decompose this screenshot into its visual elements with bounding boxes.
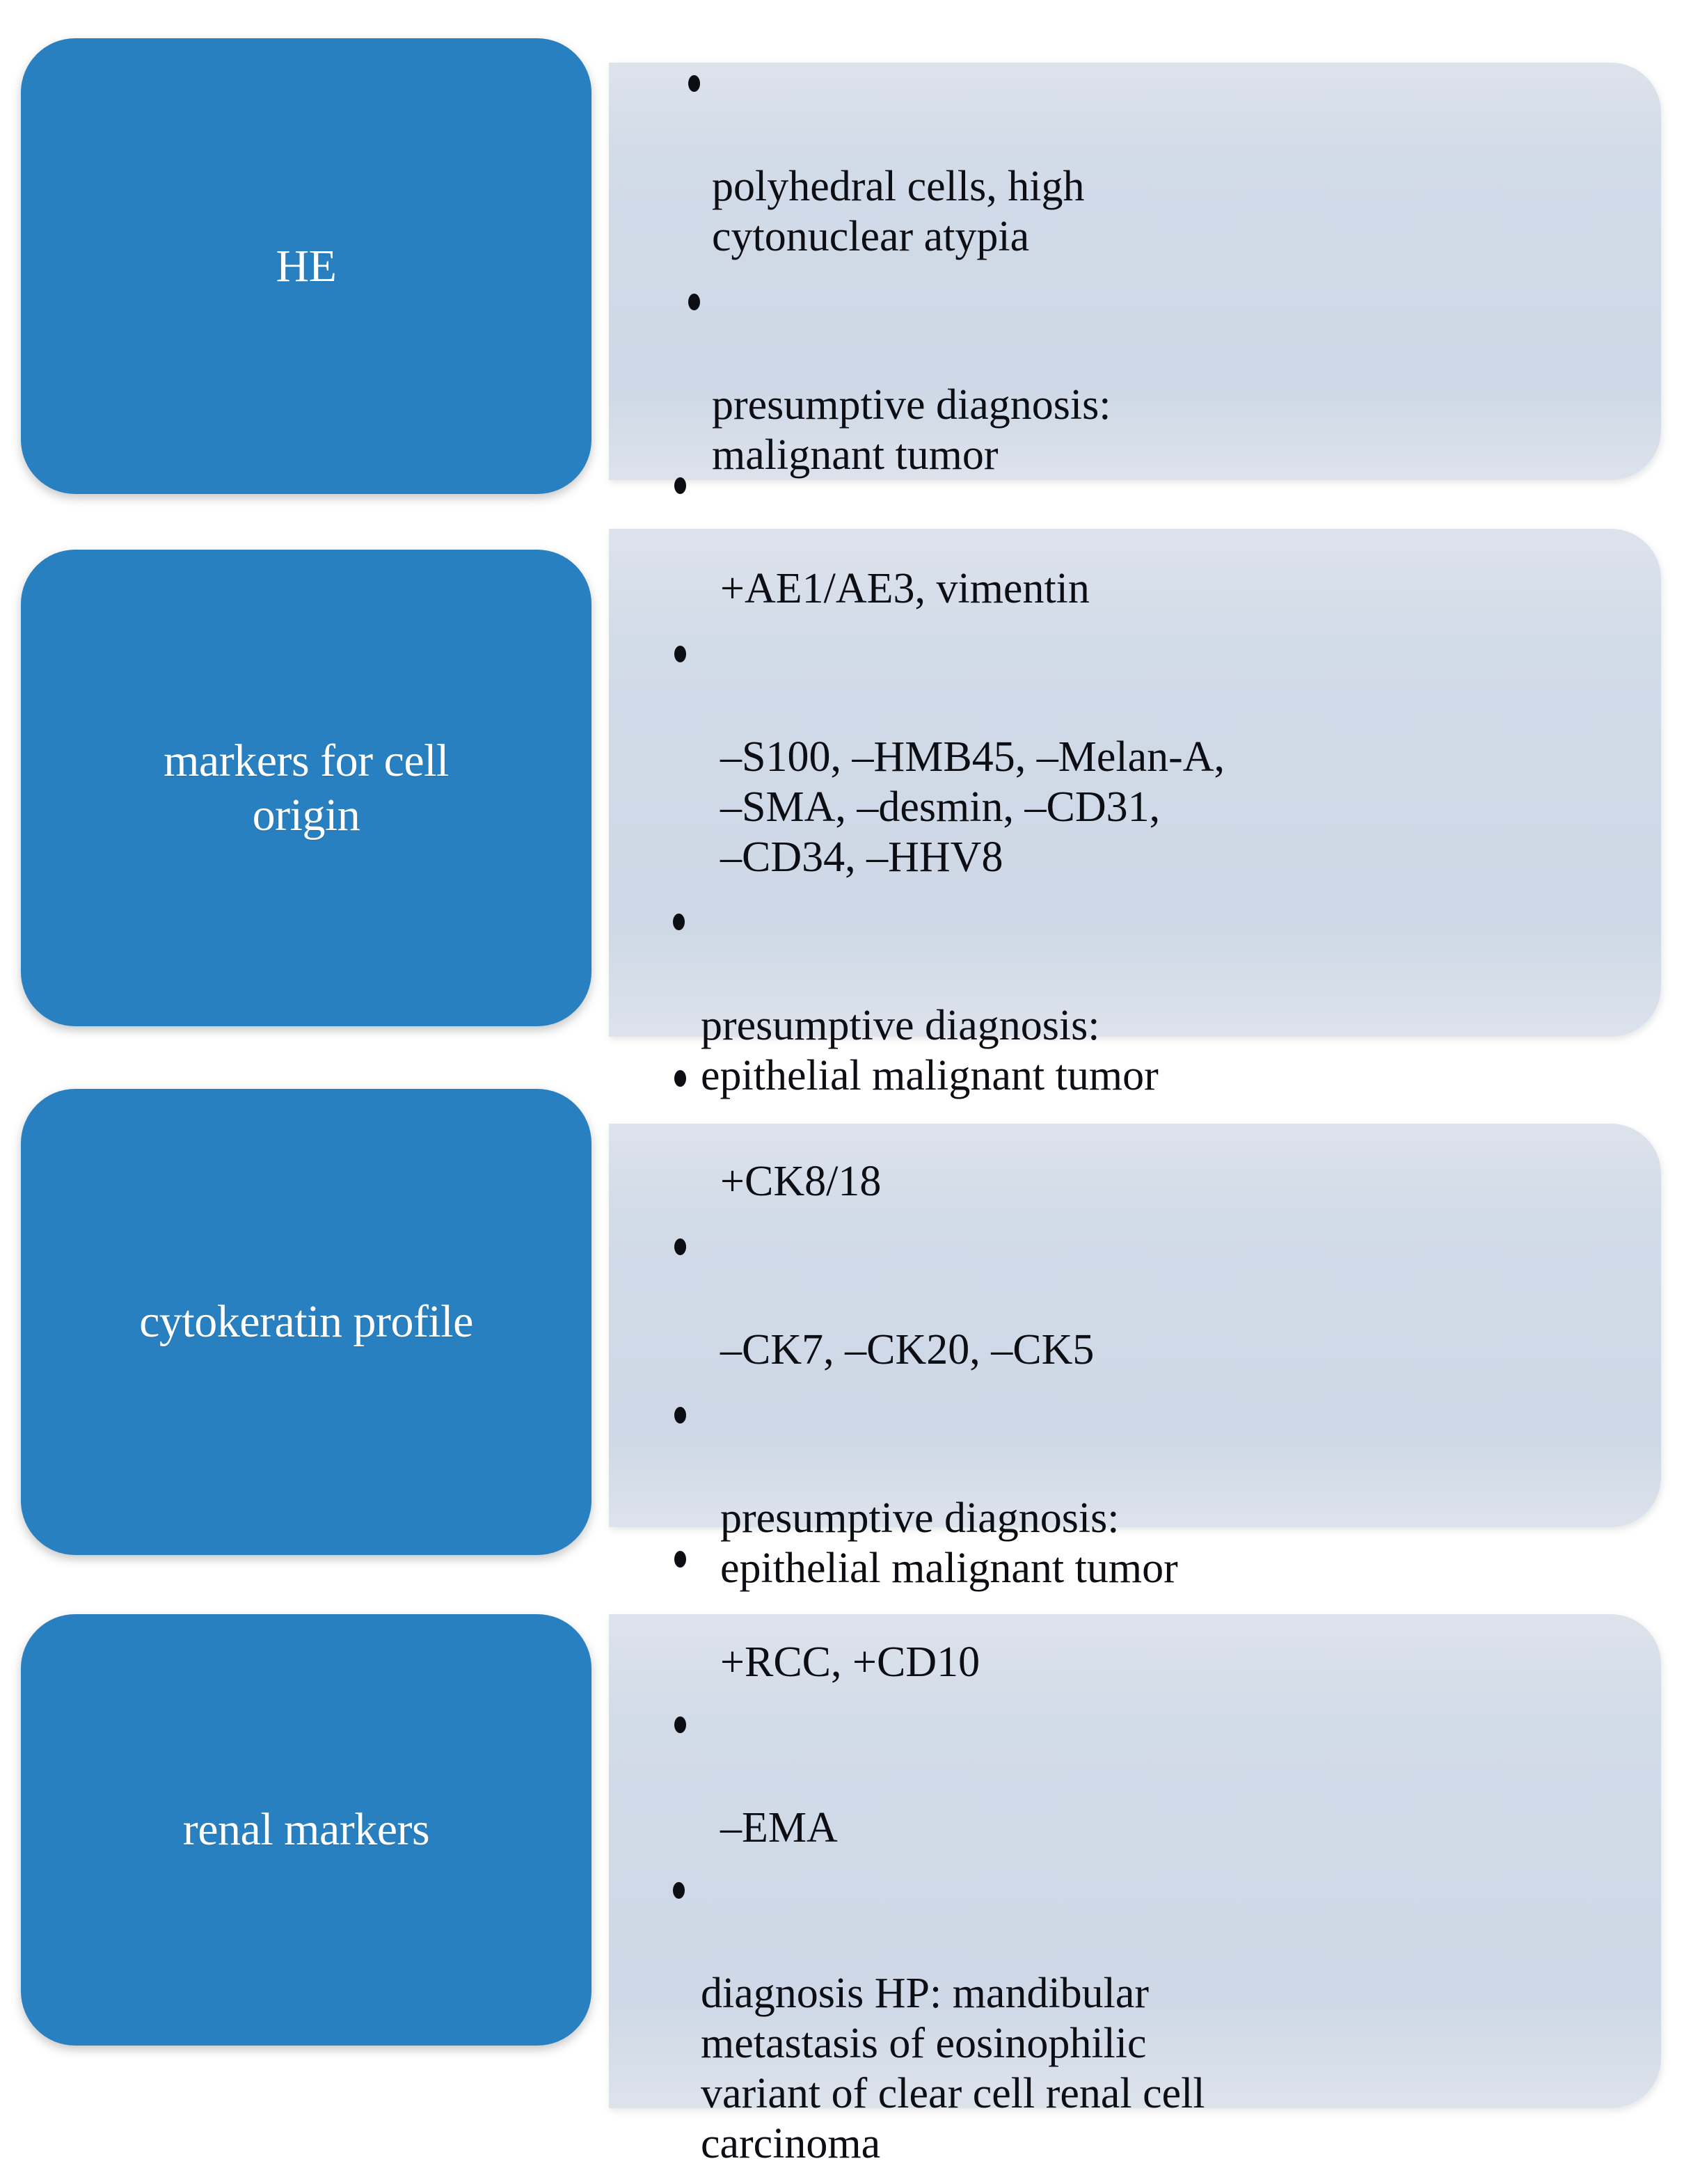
list-item: –S100, –HMB45, –Melan-A, –SMA, –desmin, … xyxy=(669,632,1619,883)
list-item: presumptive diagnosis: malignant tumor xyxy=(684,280,1619,481)
list-item-text: polyhedral cells, high cytonuclear atypi… xyxy=(712,163,1085,261)
stage-label-box-cytokeratin-profile[interactable]: cytokeratin profile xyxy=(21,1089,591,1555)
stage-content-panel-renal-markers: +RCC, +CD10 –EMA diagnosis HP: mandibula… xyxy=(609,1551,1661,2167)
list-item: polyhedral cells, high cytonuclear atypi… xyxy=(684,62,1619,262)
stage-label-box-renal-markers[interactable]: renal markers xyxy=(21,1614,591,2046)
list-item: –EMA xyxy=(669,1703,1619,1854)
findings-list: +RCC, +CD10 –EMA diagnosis HP: mandibula… xyxy=(669,1538,1619,2184)
list-item-text: +AE1/AE3, vimentin xyxy=(720,565,1090,613)
list-item: +RCC, +CD10 xyxy=(669,1538,1619,1689)
stage-label-text: HE xyxy=(276,240,337,292)
list-item: +AE1/AE3, vimentin xyxy=(669,465,1619,615)
bullet-icon xyxy=(674,1551,686,1568)
bullet-icon xyxy=(674,1238,686,1255)
stage-label-text: cytokeratin profile xyxy=(139,1296,473,1348)
list-item-text: –S100, –HMB45, –Melan-A, –SMA, –desmin, … xyxy=(720,733,1225,881)
bullet-icon xyxy=(674,1070,686,1087)
bullet-icon xyxy=(674,645,686,662)
bullet-icon xyxy=(674,477,686,495)
stage-label-box-cell-origin[interactable]: markers for cell origin xyxy=(21,550,591,1026)
workup-diagram: HE polyhedral cells, high cytonuclear at… xyxy=(21,38,1661,2167)
list-item-text: presumptive diagnosis: epithelial malign… xyxy=(701,1001,1159,1099)
list-item-text: –EMA xyxy=(720,1804,838,1852)
bullet-icon xyxy=(674,1406,686,1424)
stage-label-text: renal markers xyxy=(182,1804,430,1856)
stage-label-text: markers for cell origin xyxy=(164,735,449,840)
bullet-icon xyxy=(688,293,700,310)
findings-list: polyhedral cells, high cytonuclear atypi… xyxy=(684,62,1619,480)
list-item-text: +RCC, +CD10 xyxy=(720,1639,980,1687)
findings-list: +AE1/AE3, vimentin –S100, –HMB45, –Melan… xyxy=(669,465,1619,1101)
stage-content-panel-he: polyhedral cells, high cytonuclear atypi… xyxy=(609,63,1661,480)
list-item-text: +CK8/18 xyxy=(720,1158,882,1206)
stage-content-panel-cytokeratin-profile: +CK8/18 –CK7, –CK20, –CK5 presumptive di… xyxy=(609,1070,1661,1592)
list-item-text: –CK7, –CK20, –CK5 xyxy=(720,1326,1095,1373)
list-item-text: presumptive diagnosis: epithelial malign… xyxy=(720,1494,1178,1592)
stage-content-panel-cell-origin: +AE1/AE3, vimentin –S100, –HMB45, –Melan… xyxy=(609,477,1661,1099)
list-item: presumptive diagnosis: epithelial malign… xyxy=(669,1394,1619,1594)
stage-label-box-he[interactable]: HE xyxy=(21,38,591,494)
findings-list: +CK8/18 –CK7, –CK20, –CK5 presumptive di… xyxy=(669,1057,1619,1593)
list-item: –CK7, –CK20, –CK5 xyxy=(669,1225,1619,1376)
list-item-text: diagnosis HP: mandibular metastasis of e… xyxy=(701,1969,1205,2167)
bullet-icon xyxy=(688,74,700,92)
bullet-icon xyxy=(674,1716,686,1733)
list-item: diagnosis HP: mandibular metastasis of e… xyxy=(669,1869,1619,2169)
bullet-icon xyxy=(673,1881,685,1899)
list-item: presumptive diagnosis: epithelial malign… xyxy=(669,901,1619,1101)
bullet-icon xyxy=(673,914,685,931)
list-item: +CK8/18 xyxy=(669,1057,1619,1207)
list-item-text: presumptive diagnosis: malignant tumor xyxy=(712,381,1111,479)
